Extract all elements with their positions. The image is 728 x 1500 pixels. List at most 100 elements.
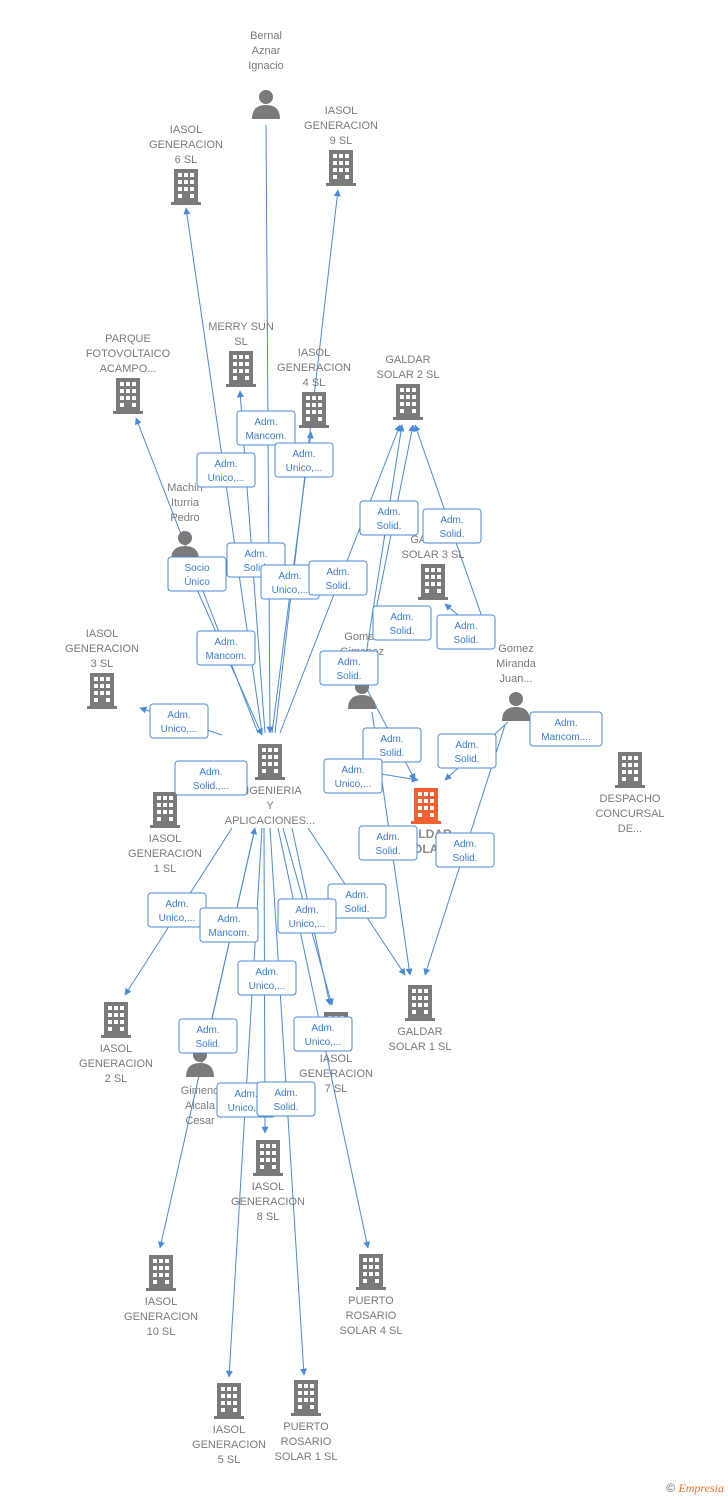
node-despacho[interactable]: DESPACHOCONCURSALDE...: [595, 752, 665, 835]
building-icon: [356, 1254, 386, 1290]
relation-label[interactable]: Adm.Unico,...: [147, 892, 207, 928]
building-icon: [150, 792, 180, 828]
relation-box: [422, 508, 482, 544]
building-icon: [255, 744, 285, 780]
relation-text: Adm.: [255, 967, 278, 978]
relation-text: Adm.: [376, 832, 399, 843]
relation-text: Solid.: [273, 1102, 298, 1113]
relation-box: [372, 605, 432, 641]
node-label-line: 2 SL: [105, 1073, 128, 1085]
relation-label[interactable]: Adm.Solid.: [327, 883, 387, 919]
relation-label[interactable]: Adm.Solid.: [256, 1081, 316, 1117]
relation-text: Adm.: [295, 905, 318, 916]
relation-text: Adm.: [244, 549, 267, 560]
building-icon: [171, 169, 201, 205]
relation-text: Solid.: [452, 853, 477, 864]
relation-text: Unico,...: [249, 981, 286, 992]
relation-box: [256, 1081, 316, 1117]
node-label-line: DE...: [618, 823, 642, 835]
relation-label[interactable]: Adm.Solid.: [437, 733, 497, 769]
relation-text: Adm.: [278, 571, 301, 582]
relation-text: Adm.: [337, 657, 360, 668]
relation-label[interactable]: Adm.Solid.: [372, 605, 432, 641]
relation-label[interactable]: Adm.Unico,...: [274, 442, 334, 478]
relation-label[interactable]: Adm.Unico,...: [196, 452, 256, 488]
node-parque[interactable]: PARQUEFOTOVOLTAICOACAMPO...: [86, 333, 171, 414]
relation-label[interactable]: Adm.Mancom.: [236, 410, 296, 446]
relation-text: Adm.: [292, 449, 315, 460]
node-ingenieria[interactable]: INGENIERIAYAPLICACIONES...: [225, 744, 315, 827]
relation-text: Solid.: [336, 671, 361, 682]
node-label-line: IASOL: [86, 628, 118, 640]
relation-label[interactable]: Adm.Mancom.: [199, 907, 259, 943]
relation-text: Solid.: [376, 521, 401, 532]
node-gomezmir[interactable]: GomezMirandaJuan...: [496, 643, 537, 721]
relation-label[interactable]: Adm.Unico,...: [149, 703, 209, 739]
node-label-line: Gimeno: [181, 1085, 220, 1097]
node-label-line: MERRY SUN: [208, 321, 274, 333]
node-label-line: GENERACION: [231, 1196, 305, 1208]
relation-label[interactable]: Adm.Solid.: [308, 560, 368, 596]
relation-label[interactable]: Adm.Solid.: [436, 614, 496, 650]
relation-box: [293, 1016, 353, 1052]
node-label-line: Miranda: [496, 658, 537, 670]
relation-label[interactable]: Adm.Mancom....: [529, 711, 603, 747]
relation-label[interactable]: Adm.Unico,...: [293, 1016, 353, 1052]
relation-label[interactable]: Adm.Solid.: [359, 500, 419, 536]
relation-box: [199, 907, 259, 943]
relation-text: Socio: [184, 563, 209, 574]
relation-label[interactable]: Adm.Mancom.: [196, 630, 256, 666]
node-label-line: GENERACION: [192, 1439, 266, 1451]
relation-text: Solid.,...: [193, 781, 229, 792]
relation-label[interactable]: Adm.Solid.: [435, 832, 495, 868]
relation-text: Solid.: [243, 563, 268, 574]
relation-text: Adm.: [341, 765, 364, 776]
relation-text: Mancom.: [245, 431, 286, 442]
relation-label[interactable]: Adm.Solid.: [362, 727, 422, 763]
person-icon: [502, 692, 530, 721]
node-label-line: PUERTO: [283, 1421, 329, 1433]
relation-box: [274, 442, 334, 478]
relation-label[interactable]: Adm.Unico,...: [323, 758, 383, 794]
relation-label[interactable]: Adm. Solid.: [319, 650, 379, 686]
relation-label[interactable]: Adm.Solid.,...: [174, 760, 248, 796]
relation-label[interactable]: Adm. Solid.: [358, 825, 418, 861]
node-label-line: IASOL: [149, 833, 181, 845]
relation-label[interactable]: Adm.Solid.: [178, 1018, 238, 1054]
relation-label[interactable]: Adm.Unico,...: [277, 898, 337, 934]
relation-text: Unico,...: [272, 585, 309, 596]
relation-text: Adm.: [554, 718, 577, 729]
node-label-line: IASOL: [298, 347, 330, 359]
relation-label[interactable]: Adm. Unico,...: [237, 960, 297, 996]
node-label-line: SOLAR 2 SL: [377, 369, 440, 381]
node-label-line: 6 SL: [175, 154, 198, 166]
node-label-line: 3 SL: [91, 658, 114, 670]
relation-label[interactable]: Adm.Solid.: [422, 508, 482, 544]
relation-text: Adm.: [214, 459, 237, 470]
relation-text: Solid.: [375, 846, 400, 857]
node-label-line: CONCURSAL: [595, 808, 664, 820]
relation-text: Solid.: [379, 748, 404, 759]
relation-box: [319, 650, 379, 686]
node-label-line: IASOL: [100, 1043, 132, 1055]
